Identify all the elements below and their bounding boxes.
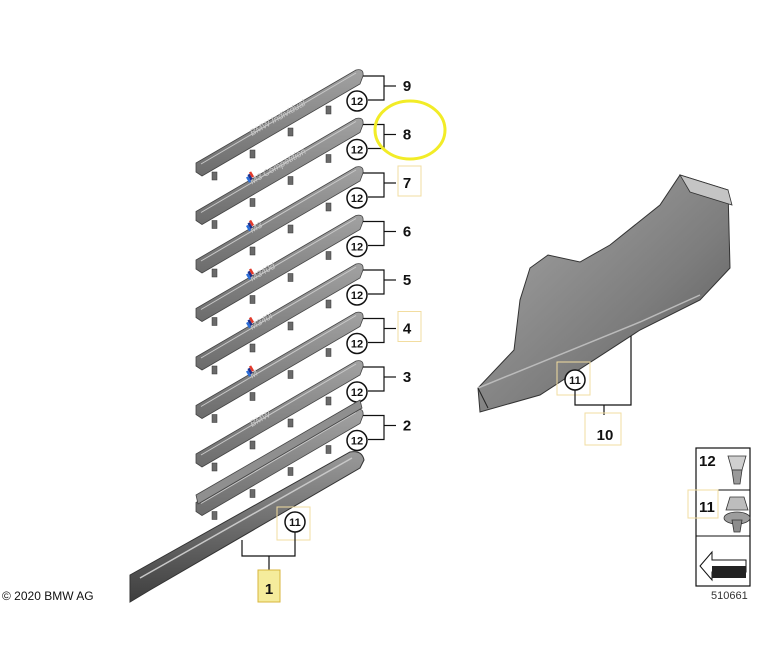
legend-ref-12: 12 [699, 453, 716, 470]
part-number-1: 1 [265, 581, 273, 598]
clip-callout-part-5: 12 [351, 290, 363, 302]
part-number-6: 6 [403, 224, 411, 241]
clip-callout-part-8: 12 [351, 145, 363, 157]
copyright-text: © 2020 BMW AG [2, 589, 94, 603]
m-stripes-badge [248, 219, 255, 227]
m-stripes-badge [247, 367, 253, 375]
sill-trim-part-2: 12 2 [195, 408, 411, 520]
m-stripes-badge [248, 365, 255, 372]
clip-callout-part-6: 12 [351, 242, 363, 254]
part-number-2: 2 [403, 418, 411, 435]
legend-ref-11: 11 [699, 499, 715, 516]
m-stripes-badge [247, 222, 253, 229]
part-number-10: 10 [597, 427, 614, 444]
m-stripes-badge [246, 370, 252, 377]
drawing-number: 510661 [711, 590, 748, 602]
clip-callout-part-4: 12 [351, 339, 363, 351]
clip-callout-part-2: 12 [351, 436, 363, 448]
expanding-rivet-icon [727, 455, 747, 485]
part-number-9: 9 [403, 78, 411, 95]
sill-cover-part-1: 11 1 [129, 399, 365, 603]
m-stripes-badge [248, 268, 255, 275]
m-stripes-badge [246, 176, 252, 183]
part-number-5: 5 [403, 272, 411, 289]
cover-part-10: 11 10 [477, 174, 733, 446]
part-number-3: 3 [403, 369, 411, 386]
m-stripes-badge [248, 171, 255, 178]
m-stripes-badge [246, 321, 252, 329]
clip-callout-part-1: 11 [289, 517, 301, 529]
part-number-8: 8 [403, 127, 411, 144]
clip-callout-part-9: 12 [351, 96, 363, 108]
m-stripes-badge [247, 270, 253, 278]
sill-trim-part-4: M 12 4 [195, 311, 422, 423]
part-number-7: 7 [403, 175, 411, 192]
m-stripes-badge [247, 319, 253, 326]
arrow-icon [699, 550, 747, 582]
m-stripes-badge [248, 316, 255, 324]
m-stripes-badge [246, 224, 252, 232]
m-stripes-badge [247, 173, 253, 181]
clip-callout-part-10: 11 [569, 375, 581, 387]
m-stripes-badge [246, 273, 252, 280]
fastener-legend: 12 11 [687, 447, 751, 587]
part-number-4: 4 [403, 321, 412, 338]
clip-with-collar-icon [723, 496, 751, 533]
highlight-circle [373, 99, 447, 161]
clip-callout-part-3: 12 [351, 387, 363, 399]
clip-callout-part-7: 12 [351, 193, 363, 205]
trim-lettering-4: M [248, 368, 260, 381]
